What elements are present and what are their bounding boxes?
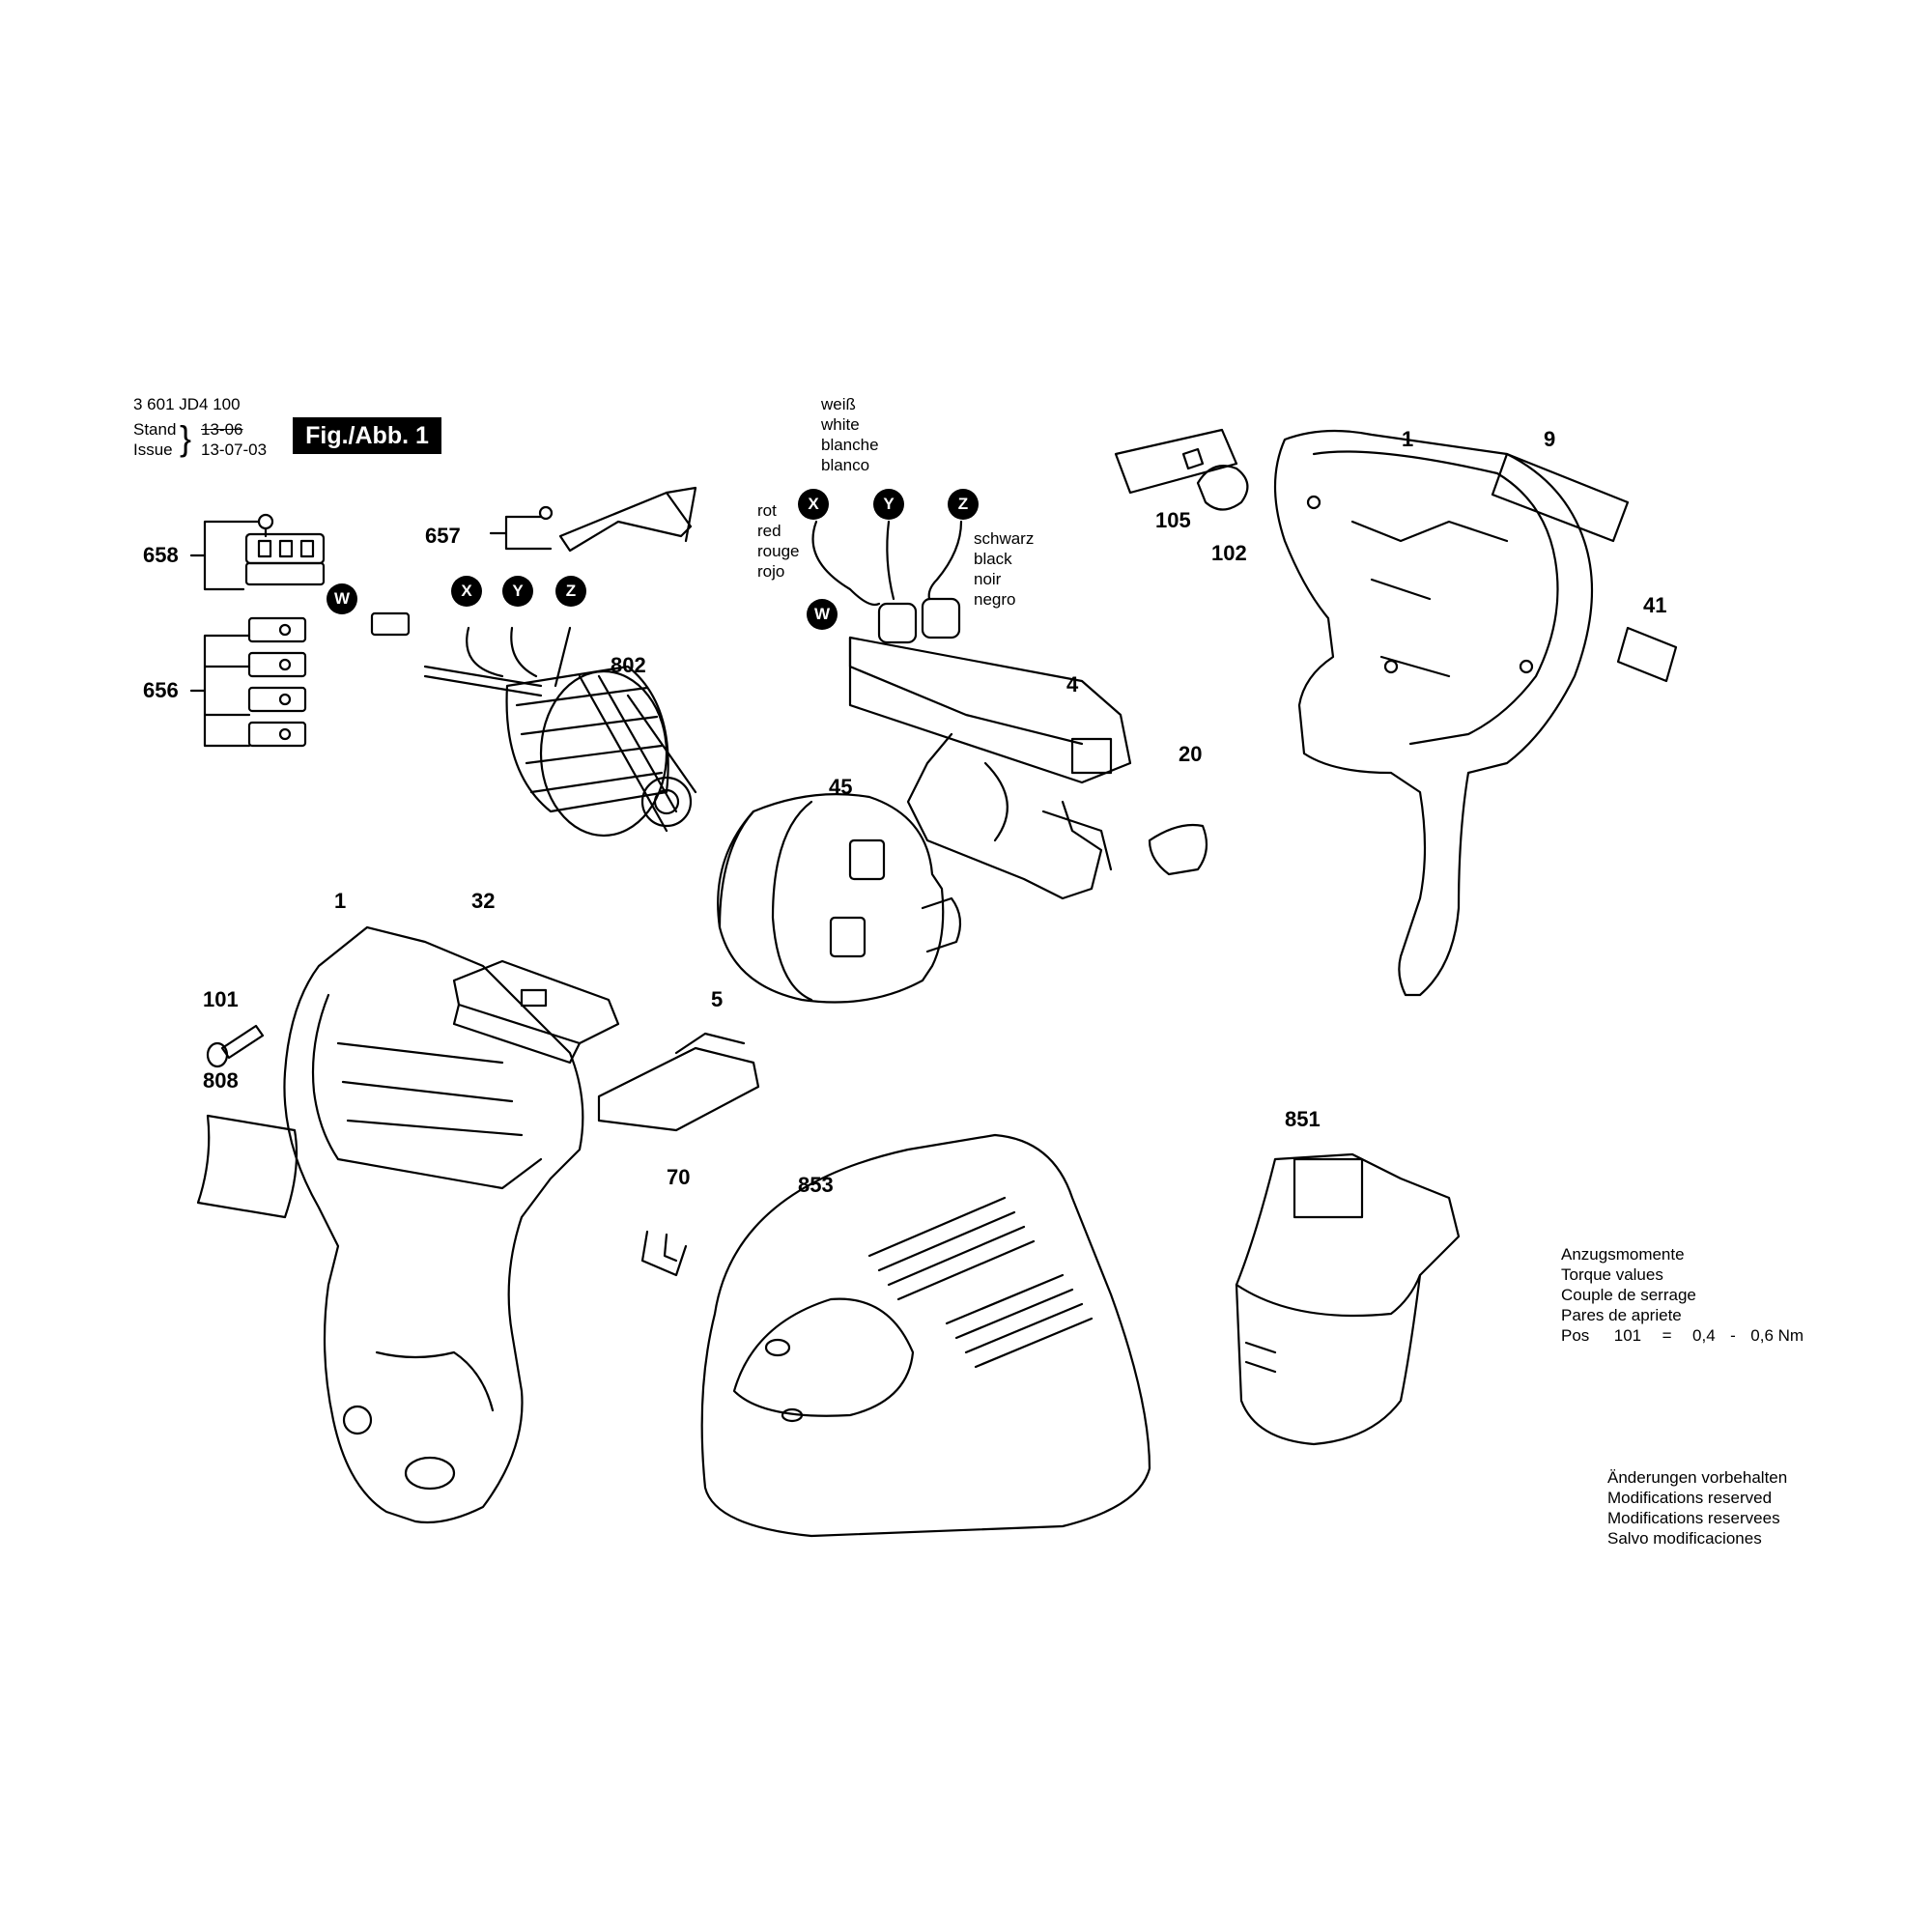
wire-black-de: schwarz <box>974 529 1035 548</box>
wire-black-fr: noir <box>974 570 1002 588</box>
notice-fr: Modifications reservees <box>1607 1509 1780 1527</box>
wire-black-es: negro <box>974 590 1016 609</box>
part-45-gearbox <box>717 793 962 1004</box>
part-label-808: 808 <box>203 1068 239 1093</box>
wire-white-en: white <box>821 415 860 434</box>
part-label-4: 4 <box>1066 672 1079 696</box>
part-656-clips <box>247 616 307 748</box>
torque-dash: - <box>1730 1326 1736 1345</box>
torque-min: 0,4 <box>1692 1326 1716 1345</box>
part-70-clip <box>640 1230 688 1277</box>
wire-badge-x: X <box>451 576 482 607</box>
part-105-plate <box>1114 428 1238 495</box>
torque-pos-label: Pos <box>1561 1326 1590 1345</box>
doc-number: 3 601 JD4 100 <box>133 395 241 413</box>
part-851-battery <box>1235 1152 1461 1446</box>
wire-white-de: weiß <box>821 395 856 413</box>
wire-badge-z: Z <box>555 576 586 607</box>
torque-equals: = <box>1662 1326 1672 1345</box>
switch-wires <box>811 520 963 607</box>
wire-badge-y: Y <box>502 576 533 607</box>
part-label-851: 851 <box>1285 1107 1321 1131</box>
wire-black-labels: schwarz black noir negro <box>974 528 1034 610</box>
wire-white-labels: weiß white blanche blanco <box>821 394 879 475</box>
part-1-housing-left <box>283 925 584 1524</box>
part-808-label <box>196 1114 298 1219</box>
torque-de: Anzugsmomente <box>1561 1245 1685 1264</box>
issue-label: Issue <box>133 440 173 459</box>
stand-label: Stand <box>133 420 177 439</box>
figure-label: Fig./Abb. 1 <box>293 417 441 454</box>
part-label-102: 102 <box>1211 541 1247 565</box>
part-4-switch-module <box>848 597 1132 900</box>
part-853-charger <box>700 1133 1151 1538</box>
notice-es: Salvo modificaciones <box>1607 1529 1762 1548</box>
bracket-656-lines <box>189 634 251 748</box>
part-102-cap <box>1196 465 1249 511</box>
part-label-45: 45 <box>829 775 853 799</box>
part-41-label <box>1616 626 1678 683</box>
wire-badge-y-switch: Y <box>873 489 904 520</box>
part-label-656: 656 <box>143 678 179 702</box>
part-label-658: 658 <box>143 543 179 567</box>
part-label-657: 657 <box>425 524 461 548</box>
part-802-motor <box>370 611 697 838</box>
part-32-slider <box>452 959 620 1065</box>
torque-en: Torque values <box>1561 1265 1663 1284</box>
part-label-802: 802 <box>611 653 646 677</box>
part-label-9: 9 <box>1544 427 1556 451</box>
wire-red-en: red <box>757 522 781 540</box>
part-label-70: 70 <box>667 1165 691 1189</box>
wire-red-de: rot <box>757 501 777 520</box>
part-label-853: 853 <box>798 1173 834 1197</box>
torque-max: 0,6 Nm <box>1750 1326 1804 1345</box>
part-5-switch <box>597 1032 760 1132</box>
torque-fr: Couple de serrage <box>1561 1286 1696 1304</box>
part-label-1-left: 1 <box>334 889 347 913</box>
part-label-41: 41 <box>1643 593 1667 617</box>
notice-en: Modifications reserved <box>1607 1489 1773 1507</box>
wire-white-fr: blanche <box>821 436 879 454</box>
brace-icon: } <box>180 418 192 458</box>
wire-red-labels: rot red rouge rojo <box>757 500 799 582</box>
modifications-notice: Änderungen vorbehalten Modifications res… <box>1607 1467 1787 1548</box>
part-label-5: 5 <box>711 987 724 1011</box>
wire-badge-w-switch: W <box>807 599 838 630</box>
wire-red-fr: rouge <box>757 542 800 560</box>
part-658-connector <box>244 513 326 586</box>
wire-white-es: blanco <box>821 456 870 474</box>
part-657-bracket <box>489 486 697 553</box>
wire-red-es: rojo <box>757 562 785 581</box>
torque-pos-number: 101 <box>1613 1326 1642 1345</box>
part-label-101: 101 <box>203 987 239 1011</box>
part-1-housing-right <box>1273 429 1594 997</box>
part-9-label <box>1491 452 1630 543</box>
wire-badge-x-switch: X <box>798 489 829 520</box>
torque-es: Pares de apriete <box>1561 1306 1682 1324</box>
stand-date: 13-06 <box>201 420 243 439</box>
wire-badge-z-switch: Z <box>948 489 979 520</box>
part-label-32: 32 <box>471 889 496 913</box>
part-label-105: 105 <box>1155 508 1191 532</box>
notice-de: Änderungen vorbehalten <box>1607 1468 1788 1487</box>
torque-values: Anzugsmomente Torque values Couple de se… <box>1561 1244 1804 1346</box>
part-label-1-right: 1 <box>1402 427 1414 451</box>
issue-date: 13-07-03 <box>201 440 268 459</box>
wire-badge-w: W <box>327 583 357 614</box>
part-label-20: 20 <box>1179 742 1203 766</box>
bracket-658-lines <box>189 520 261 591</box>
part-101-screw <box>206 1024 265 1068</box>
wire-black-en: black <box>974 550 1012 568</box>
part-20-lever <box>1148 823 1208 876</box>
torque-row: Pos 101 = 0,4 - 0,6 Nm <box>1561 1325 1804 1346</box>
